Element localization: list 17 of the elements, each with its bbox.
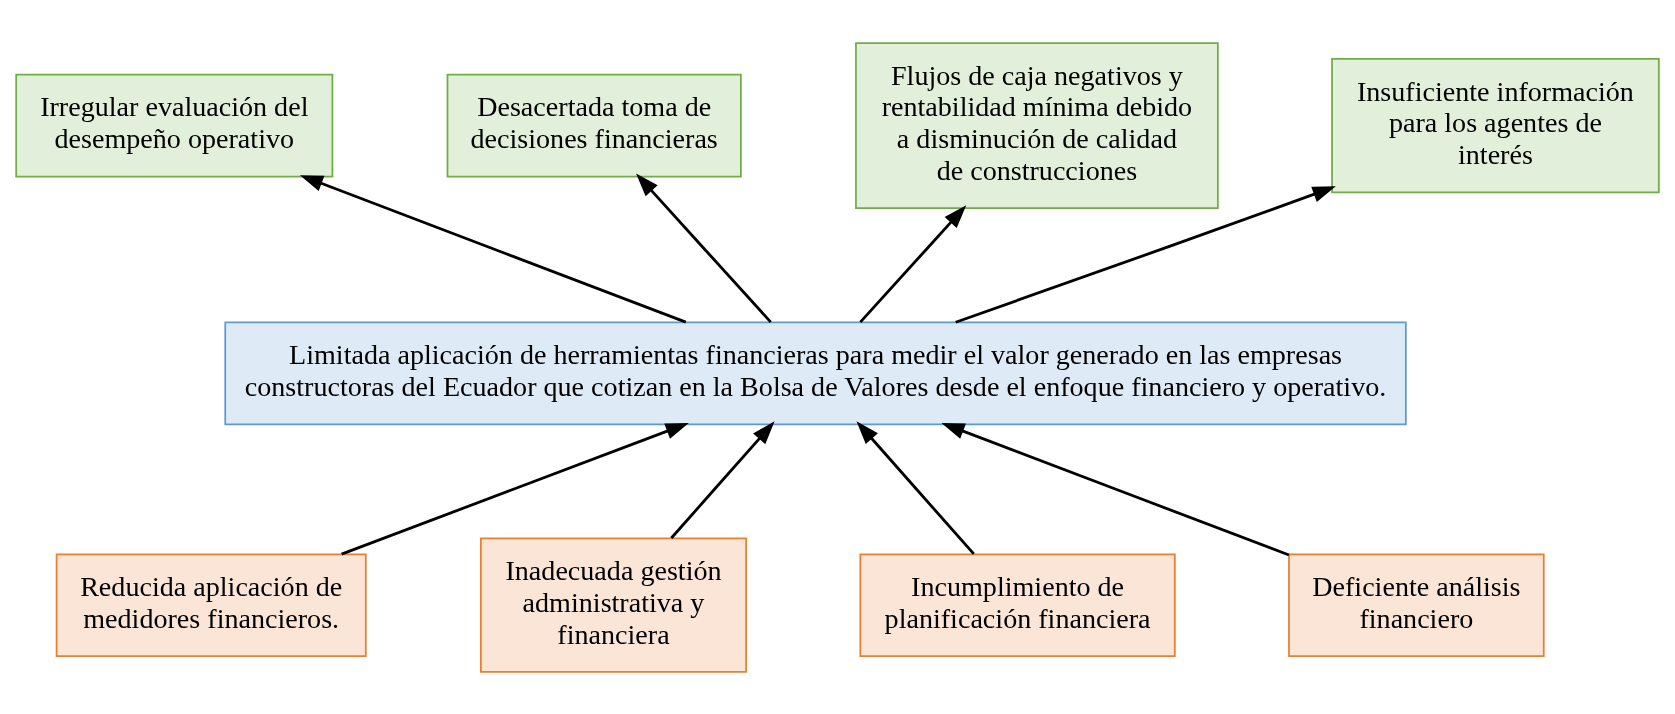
arrow: [941, 422, 1290, 556]
arrow: [341, 422, 689, 555]
node-box: Flujos de caja negativos y rentabilidad mínima debido a disminución de calidad de construcciones: [855, 41, 1219, 209]
node-box: Irregular evaluación del desempeño operativo: [15, 73, 334, 177]
node-box: Desacertada toma de decisiones financieras: [446, 73, 742, 177]
node-box: Reducida aplicación de medidores financieros.: [55, 552, 367, 657]
node-box: Incumplimiento de planificación financiera: [859, 552, 1176, 657]
arrow: [670, 420, 775, 539]
arrow: [636, 173, 772, 323]
arrow: [299, 174, 687, 323]
node-box: Limitada aplicación de herramientas financieras para medir el valor generado en las empresas constructoras del Ecuador que cotizan en la Bolsa de Valores desde el enfoque financiero y operativo.: [224, 321, 1407, 425]
node-box: Deficiente análisis financiero: [1288, 552, 1545, 657]
arrow: [955, 185, 1336, 324]
arrow: [856, 420, 975, 555]
node-box: Insuficiente información para los agentes de interés: [1331, 57, 1660, 193]
node-box: Inadecuada gestión administrativa y financiera: [480, 537, 747, 673]
arrow: [859, 204, 967, 323]
